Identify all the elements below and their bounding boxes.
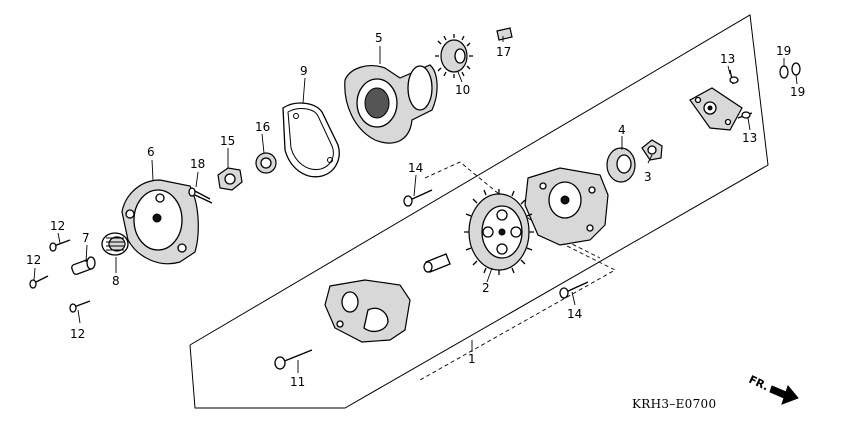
label-part-13b: 13 <box>742 131 757 145</box>
label-part-1: 1 <box>468 352 476 366</box>
relief-plate-part <box>689 87 743 131</box>
screw-13-lower <box>737 111 753 119</box>
label-part-19a: 19 <box>776 44 791 58</box>
diagram-code: KRH3–E0700 <box>632 397 716 411</box>
front-direction-indicator: FR. <box>747 373 799 405</box>
leader-lines <box>33 36 798 373</box>
label-part-19b: 19 <box>790 85 805 99</box>
label-part-14a: 14 <box>408 161 423 175</box>
driven-gear-part <box>464 189 534 275</box>
o-ring-19-b <box>791 62 801 76</box>
small-gear-part <box>435 34 473 78</box>
cover-plate-part <box>121 179 199 265</box>
housing-cover-part <box>344 64 438 144</box>
front-label: FR. <box>747 373 771 393</box>
label-part-12b: 12 <box>26 253 41 267</box>
label-part-11: 11 <box>290 375 305 389</box>
nut-part <box>217 167 243 191</box>
label-part-15: 15 <box>220 134 235 148</box>
o-ring-19-a <box>779 65 789 79</box>
bolt-14-lower <box>559 281 589 299</box>
label-part-6: 6 <box>147 145 155 159</box>
outer-rotor-part <box>606 147 636 183</box>
label-part-17: 17 <box>496 45 511 59</box>
label-part-4: 4 <box>618 123 626 137</box>
front-arrow-icon <box>769 384 799 405</box>
label-part-10: 10 <box>455 83 470 97</box>
bolt-12-lower <box>69 300 91 313</box>
label-part-3: 3 <box>644 170 652 184</box>
split-pin-part <box>188 187 213 204</box>
washer-part <box>255 152 277 174</box>
label-part-14b: 14 <box>567 307 582 321</box>
label-part-16: 16 <box>255 120 270 134</box>
label-part-5: 5 <box>375 31 383 45</box>
lower-pump-body <box>324 279 411 343</box>
label-part-18: 18 <box>190 157 205 171</box>
bolt-11 <box>274 349 313 370</box>
shaft-pin-part <box>423 253 451 273</box>
screw-13-upper <box>729 69 739 85</box>
key-part <box>496 27 513 41</box>
gasket-part <box>282 102 340 178</box>
label-part-8: 8 <box>112 274 120 288</box>
label-part-13a: 13 <box>720 52 735 66</box>
upper-pump-body <box>524 167 609 246</box>
label-part-2: 2 <box>482 281 490 295</box>
bolt-12-left <box>29 275 49 289</box>
label-part-12c: 12 <box>70 327 85 341</box>
inner-rotor-part <box>641 139 663 161</box>
label-part-9: 9 <box>300 64 308 78</box>
callout-labels: 1 2 3 4 5 6 7 8 9 10 11 12 12 12 13 13 1… <box>26 31 805 389</box>
pin-part <box>71 256 96 275</box>
label-part-12a: 12 <box>50 219 65 233</box>
bolt-14-upper <box>403 189 433 207</box>
spring-cap-part <box>101 232 129 256</box>
bolt-12-upper <box>49 239 71 252</box>
label-part-7: 7 <box>82 231 90 245</box>
